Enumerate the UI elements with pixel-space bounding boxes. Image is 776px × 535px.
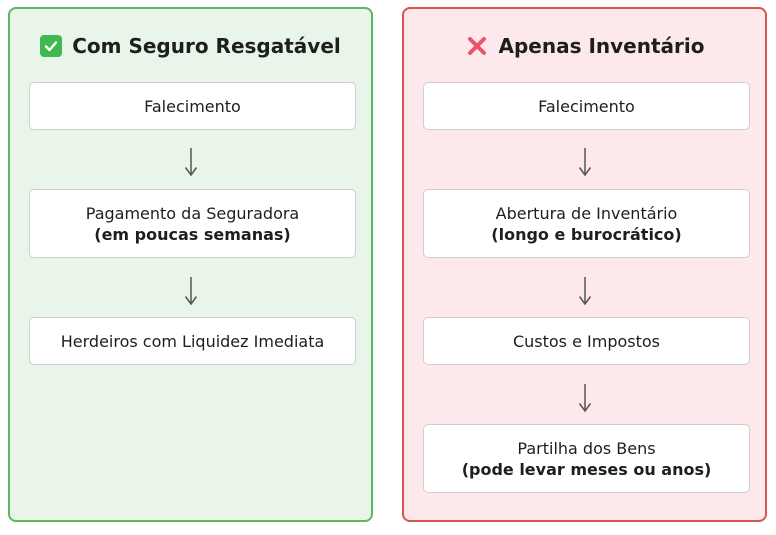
flow-step-costs-taxes: Custos e Impostos <box>423 317 750 365</box>
flow-step-death: Falecimento <box>29 82 356 130</box>
step-text: Pagamento da Seguradora <box>85 203 300 223</box>
flow-step-insurer-payment: Pagamento da Seguradora (em poucas seman… <box>29 189 356 258</box>
step-text: Partilha dos Bens <box>517 438 656 458</box>
panel-title-inventory-only: Apenas Inventário <box>404 31 765 61</box>
step-text: Herdeiros com Liquidez Imediata <box>60 331 325 351</box>
panel-inventory-only: Apenas Inventário Falecimento Abertura d… <box>402 7 767 522</box>
step-text: Falecimento <box>538 96 635 116</box>
arrow-down-icon <box>404 145 765 179</box>
flow-step-heirs-liquidity: Herdeiros com Liquidez Imediata <box>29 317 356 365</box>
check-mark-icon <box>40 35 63 57</box>
step-subtext: (longo e burocrático) <box>491 224 682 244</box>
flow-step-death: Falecimento <box>423 82 750 130</box>
arrow-down-icon <box>10 274 371 308</box>
step-subtext: (pode levar meses ou anos) <box>461 459 712 479</box>
step-text: Custos e Impostos <box>512 331 661 351</box>
step-text: Abertura de Inventário <box>495 203 678 223</box>
flow-step-asset-division: Partilha dos Bens (pode levar meses ou a… <box>423 424 750 493</box>
arrow-down-icon <box>404 274 765 308</box>
panel-title-text: Apenas Inventário <box>498 34 705 58</box>
flow-step-inventory-opening: Abertura de Inventário (longo e burocrát… <box>423 189 750 258</box>
panel-title-text: Com Seguro Resgatável <box>72 34 341 58</box>
step-subtext: (em poucas semanas) <box>94 224 291 244</box>
arrow-down-icon <box>404 381 765 415</box>
panel-title-with-insurance: Com Seguro Resgatável <box>10 31 371 61</box>
step-text: Falecimento <box>144 96 241 116</box>
arrow-down-icon <box>10 145 371 179</box>
cross-mark-icon <box>465 34 489 58</box>
panel-with-insurance: Com Seguro Resgatável Falecimento Pagame… <box>8 7 373 522</box>
